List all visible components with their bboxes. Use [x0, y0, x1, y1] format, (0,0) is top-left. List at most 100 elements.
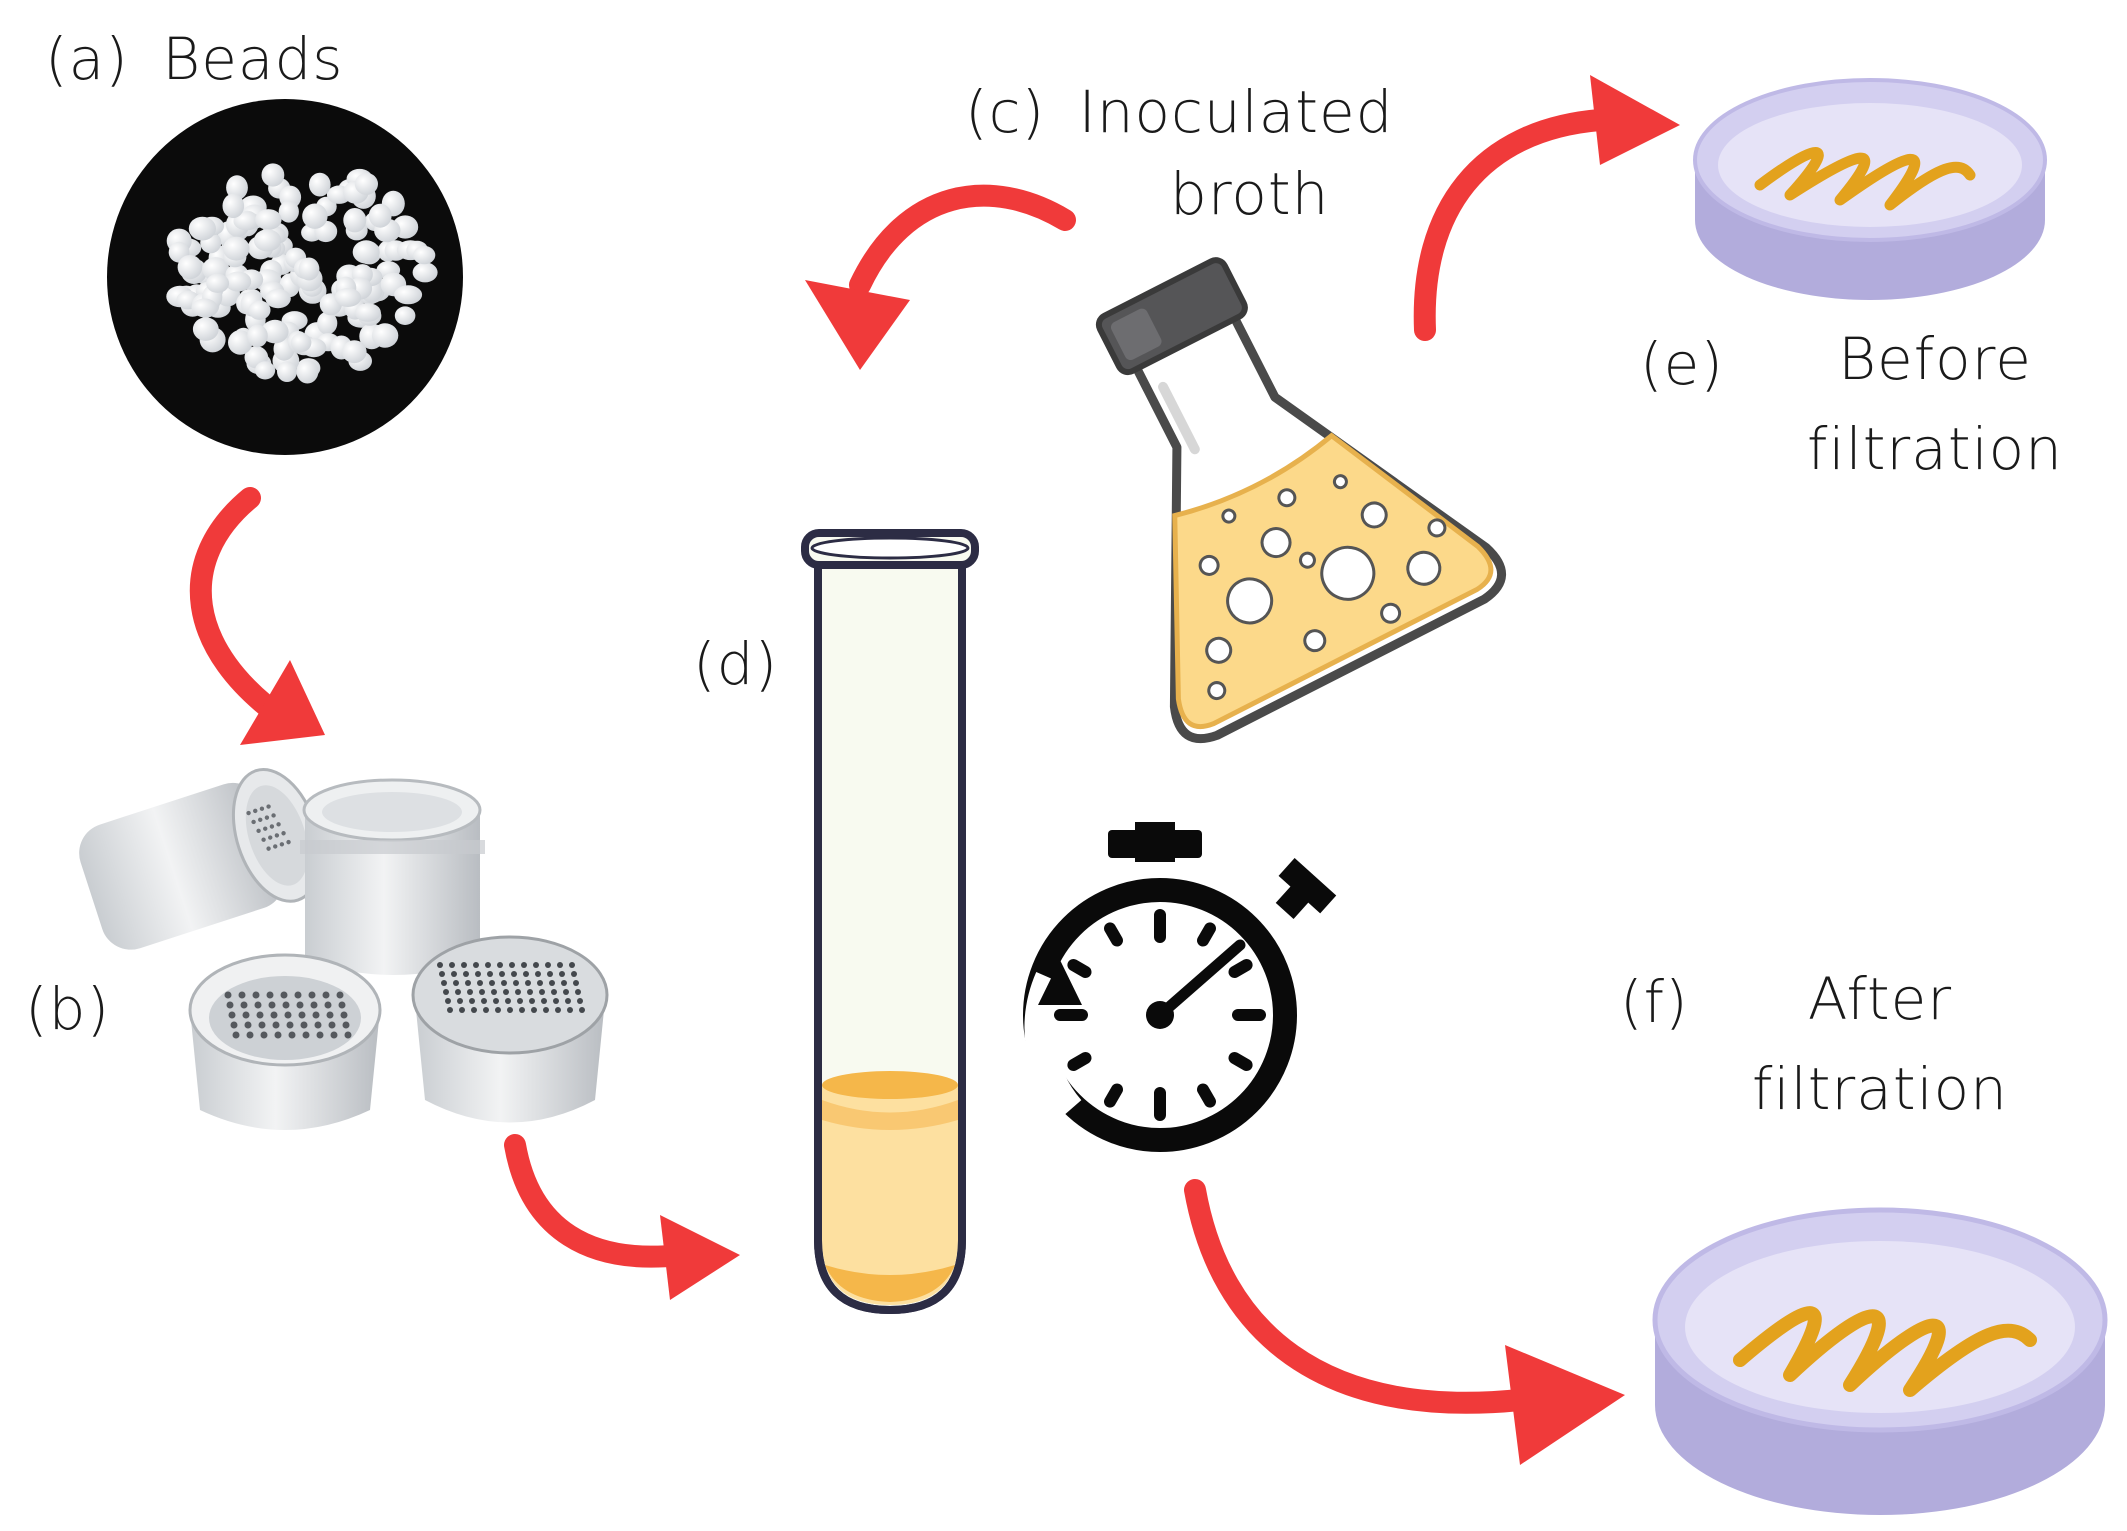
- container-hole: [489, 980, 495, 986]
- container-hole: [238, 991, 246, 999]
- container-hole: [271, 813, 276, 818]
- arrows: [189, 75, 1680, 1465]
- container-hole: [537, 980, 543, 986]
- bead: [255, 209, 282, 230]
- container-hole: [539, 989, 545, 995]
- container-hole: [316, 1031, 324, 1039]
- stopwatch-tick: [1228, 1052, 1253, 1071]
- label-a-tag: (a): [45, 25, 129, 93]
- arrow-c-to-e-head: [1590, 75, 1680, 165]
- label-a-name: Beads: [162, 25, 344, 93]
- label-f-tag-wrap: (f): [1620, 968, 1689, 1038]
- container-hole: [447, 1007, 453, 1013]
- container-hole: [263, 826, 268, 831]
- container-hole: [276, 822, 281, 827]
- container-hole: [230, 1021, 238, 1029]
- label-e: Before filtration: [1755, 325, 2115, 484]
- container-hole: [535, 971, 541, 977]
- container-hole: [573, 980, 579, 986]
- container-hole: [457, 998, 463, 1004]
- label-b-tag: (b): [25, 975, 111, 1043]
- container-hole: [246, 1031, 254, 1039]
- label-f-tag: (f): [1620, 968, 1689, 1036]
- bubble: [1207, 681, 1227, 701]
- container-hole: [269, 824, 275, 829]
- container-hole: [324, 1001, 332, 1009]
- arrow-b-to-d-head: [660, 1215, 740, 1300]
- arrow-d-to-f-head: [1505, 1345, 1625, 1465]
- container-hole: [469, 998, 475, 1004]
- container-hole: [493, 998, 499, 1004]
- bead: [226, 175, 248, 200]
- container-hole: [475, 971, 481, 977]
- container-hole: [509, 962, 515, 968]
- bubble: [1406, 550, 1442, 586]
- container-hole: [258, 817, 263, 822]
- bubble: [1360, 501, 1388, 529]
- bead: [298, 257, 320, 281]
- container-hole: [242, 1011, 250, 1019]
- container-hole: [575, 989, 581, 995]
- test-tube-icon: [801, 529, 979, 1315]
- container-hole: [344, 1031, 352, 1039]
- label-f-line2: filtration: [1752, 1054, 2008, 1123]
- container-hole: [240, 1001, 248, 1009]
- bead: [261, 319, 289, 344]
- bead: [368, 203, 392, 228]
- label-c-tag: (c): [965, 78, 1046, 146]
- container-hole: [579, 1007, 585, 1013]
- stopwatch-tick: [1197, 922, 1216, 947]
- container-hole: [459, 1007, 465, 1013]
- label-c: (c) Inoculated: [965, 78, 1394, 148]
- container-hole: [302, 1031, 310, 1039]
- container-hole: [256, 1011, 264, 1019]
- container-hole: [336, 991, 344, 999]
- bead: [206, 273, 230, 293]
- bead: [309, 172, 331, 197]
- container-photo: [79, 768, 609, 1130]
- container-hole: [232, 1031, 240, 1039]
- container-hole: [282, 1001, 290, 1009]
- container-hole: [465, 980, 471, 986]
- container-hole: [244, 1021, 252, 1029]
- label-e-line2: filtration: [1807, 414, 2063, 483]
- label-a: (a) Beads: [45, 25, 344, 95]
- container-hole: [451, 971, 457, 977]
- container-hole: [455, 989, 461, 995]
- arrow-c-to-d: [849, 184, 1076, 296]
- bead: [302, 203, 328, 229]
- container-hole: [268, 1001, 276, 1009]
- label-e-tag: (e): [1640, 330, 1724, 398]
- container-hole: [485, 962, 491, 968]
- container-hole: [571, 971, 577, 977]
- container-hole: [533, 962, 539, 968]
- bead: [255, 361, 276, 380]
- bubble: [1303, 629, 1327, 653]
- container-hole: [577, 998, 583, 1004]
- container-hole: [326, 1011, 334, 1019]
- label-f-line1: After: [1807, 965, 1953, 1033]
- container-hole: [338, 1001, 346, 1009]
- label-e-tag-wrap: (e): [1640, 330, 1724, 400]
- container-hole: [471, 1007, 477, 1013]
- container-hole: [541, 998, 547, 1004]
- container-hole: [515, 989, 521, 995]
- container-hole: [330, 1031, 338, 1039]
- label-d: (d): [693, 630, 778, 700]
- container-hole: [463, 971, 469, 977]
- container-hole: [308, 991, 316, 999]
- container-hole: [519, 1007, 525, 1013]
- container-hole: [449, 962, 455, 968]
- container-hole: [300, 1021, 308, 1029]
- container-hole: [553, 998, 559, 1004]
- bubble: [1277, 488, 1297, 508]
- container-hole: [473, 962, 479, 968]
- container-hole: [226, 1001, 234, 1009]
- container-hole: [328, 1021, 336, 1029]
- label-c-line2: broth: [1170, 160, 1330, 228]
- container-hole: [557, 962, 563, 968]
- container-hole: [253, 808, 258, 814]
- container-hole: [531, 1007, 537, 1013]
- stopwatch-tick: [1067, 959, 1092, 978]
